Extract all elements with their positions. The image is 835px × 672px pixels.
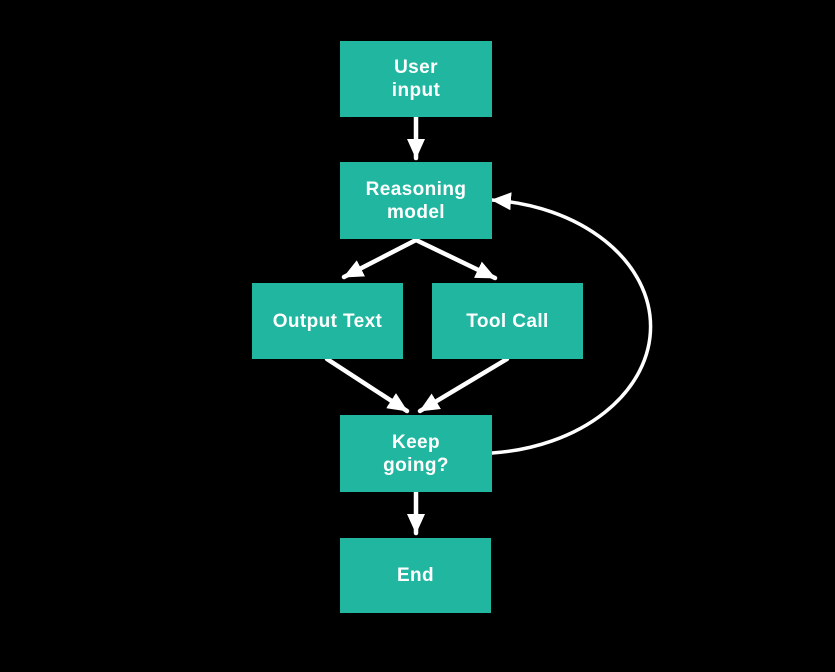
edge-reasoning-model-to-tool-call [413, 237, 498, 281]
node-tool-call-label: Tool Call [466, 310, 549, 332]
node-output-text: Output Text [252, 283, 403, 359]
node-end-label: End [396, 565, 435, 586]
edge-output-text-to-keep-going [324, 356, 410, 414]
edge-reasoning-model-to-output-text [341, 237, 419, 280]
edge-tool-call-to-keep-going [417, 356, 510, 414]
node-user-input: User input [340, 41, 492, 117]
node-keep-going: Keep going? [340, 415, 492, 492]
node-keep-going-label: Keep going? [383, 431, 449, 476]
node-end: End [340, 538, 491, 613]
node-user-input-label: User input [391, 57, 441, 101]
node-tool-call: Tool Call [432, 283, 583, 359]
node-reasoning-model-label: Reasoning model [365, 178, 467, 223]
edge-keep-going-loop-to-reasoning-model [490, 192, 653, 455]
node-reasoning-model: Reasoning model [340, 162, 492, 239]
node-output-text-label: Output Text [272, 310, 383, 332]
